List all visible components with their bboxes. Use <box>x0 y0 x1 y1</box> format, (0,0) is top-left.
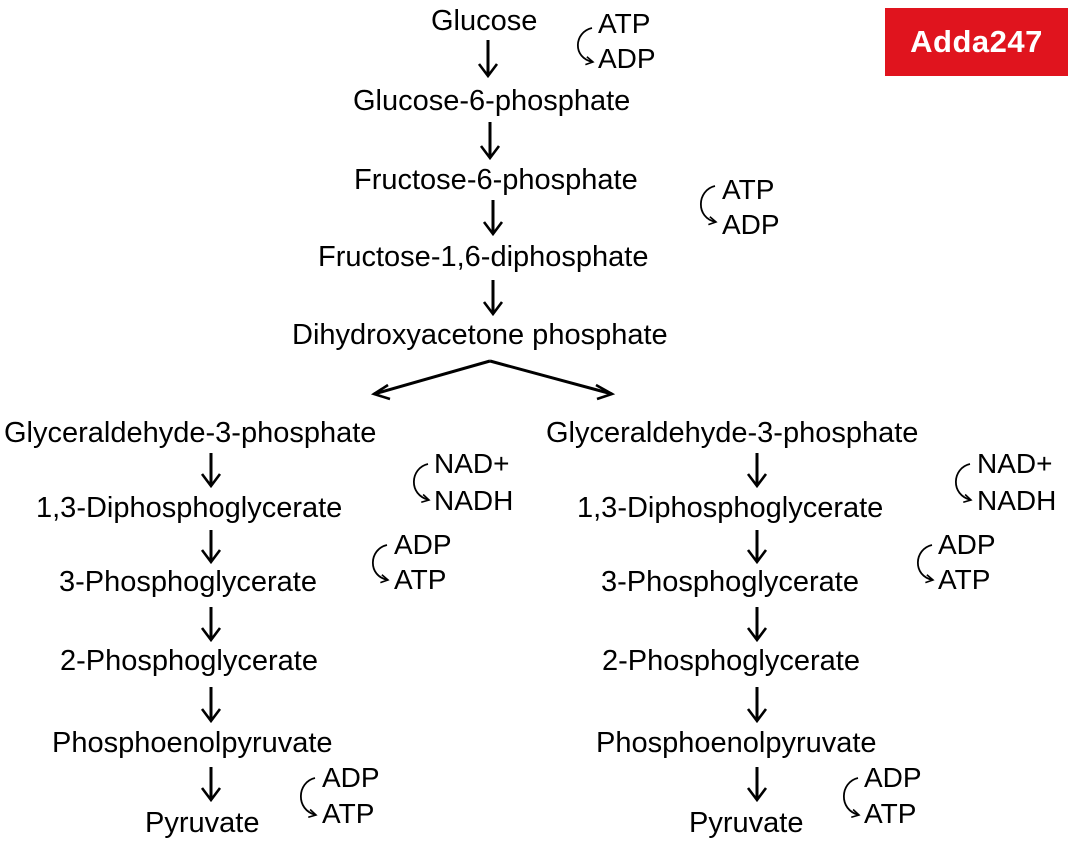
step1-cofactor-out: ADP <box>598 43 656 74</box>
left-pg3-label: 3-Phosphoglycerate <box>59 566 317 598</box>
left-g3p-label: Glyceraldehyde-3-phosphate <box>4 417 377 449</box>
arrow-f16dp-dhap <box>482 280 504 317</box>
step1-cofactor-in: ATP <box>598 8 651 39</box>
right-nad-out: NADH <box>977 485 1057 516</box>
right-pyruvate-label: Pyruvate <box>689 807 804 839</box>
left-pgk-out: ATP <box>394 564 447 595</box>
split-arrow <box>370 359 616 401</box>
right-branch-arrows <box>746 453 768 803</box>
f16dp-label: Fructose-1,6-diphosphate <box>318 241 649 273</box>
left-pk-in: ADP <box>322 762 380 793</box>
glucose-label: Glucose <box>431 5 538 37</box>
right-nad-in: NAD+ <box>977 448 1053 479</box>
left-bpg-label: 1,3-Diphosphoglycerate <box>36 492 343 524</box>
step3-cofactor-in: ATP <box>722 174 775 205</box>
left-nad-out: NADH <box>434 485 514 516</box>
left-pyruvate-label: Pyruvate <box>145 807 260 839</box>
f6p-label: Fructose-6-phosphate <box>354 164 638 196</box>
left-pep-label: Phosphoenolpyruvate <box>52 727 333 759</box>
right-pep-label: Phosphoenolpyruvate <box>596 727 877 759</box>
step3-cofactor-out: ADP <box>722 209 780 240</box>
left-pgk-in: ADP <box>394 529 452 560</box>
right-bpg-label: 1,3-Diphosphoglycerate <box>577 492 884 524</box>
left-nad-in: NAD+ <box>434 448 510 479</box>
right-pk-in: ADP <box>864 762 922 793</box>
g6p-label: Glucose-6-phosphate <box>353 85 631 117</box>
logo-text: Adda247 <box>910 24 1043 59</box>
dhap-label: Dihydroxyacetone phosphate <box>292 319 668 351</box>
right-pk-out: ATP <box>864 798 917 829</box>
right-g3p-label: Glyceraldehyde-3-phosphate <box>546 417 919 449</box>
right-pg2-label: 2-Phosphoglycerate <box>602 645 860 677</box>
right-pgk-out: ATP <box>938 564 991 595</box>
left-pk-out: ATP <box>322 798 375 829</box>
arrow-f6p-f16dp <box>482 200 504 237</box>
right-pg3-label: 3-Phosphoglycerate <box>601 566 859 598</box>
left-branch-arrows <box>200 453 222 803</box>
adda247-logo: Adda247 <box>885 8 1068 76</box>
arrow-glucose-g6p <box>477 40 499 79</box>
coupling-arrows <box>300 27 973 819</box>
left-pg2-label: 2-Phosphoglycerate <box>60 645 318 677</box>
right-pgk-in: ADP <box>938 529 996 560</box>
arrow-g6p-f6p <box>479 122 501 161</box>
